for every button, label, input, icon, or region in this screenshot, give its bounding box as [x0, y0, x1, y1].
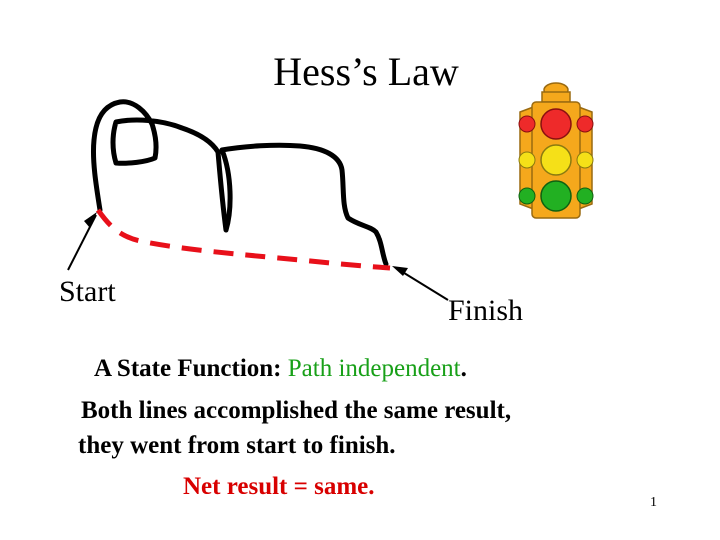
- line1-period: .: [460, 355, 467, 382]
- state-function-lead: A State Function:: [94, 355, 282, 382]
- state-function-line: A State Function: Path independent.: [94, 354, 467, 384]
- page-number: 1: [650, 495, 657, 510]
- start-label: Start: [59, 275, 116, 308]
- traffic-light-icon: [518, 82, 594, 219]
- slide-title: Hess’s Law: [273, 49, 459, 94]
- explanation-line-2: they went from start to finish.: [78, 432, 396, 459]
- finish-label: Finish: [448, 294, 524, 327]
- net-result-line: Net result = same.: [183, 473, 375, 500]
- path-independent-text: Path independent: [287, 355, 461, 382]
- finish-arrowhead: [392, 266, 408, 276]
- start-arrowhead: [84, 212, 97, 228]
- dashed-path: [95, 208, 391, 271]
- explanation-line-1: Both lines accomplished the same result,: [81, 397, 512, 424]
- winding-path: [90, 99, 389, 267]
